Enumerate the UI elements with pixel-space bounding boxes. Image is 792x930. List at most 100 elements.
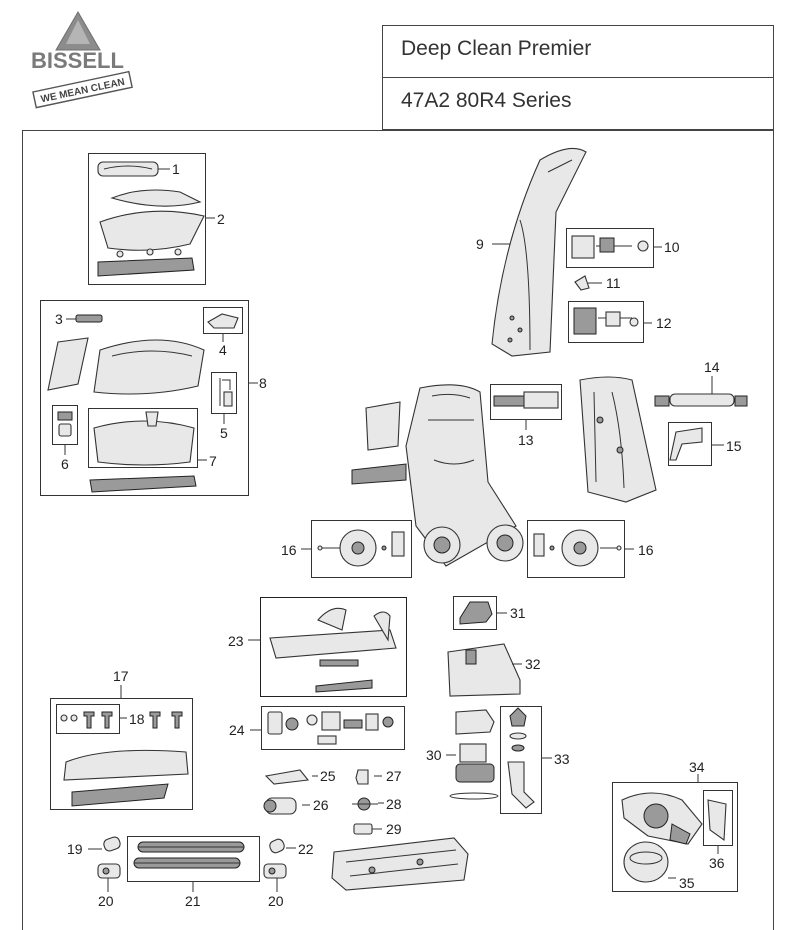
group-box-16-left [311, 520, 412, 578]
group-box-31 [453, 596, 497, 630]
callout-16-left: 16 [281, 542, 297, 558]
part-12-icon [573, 307, 639, 335]
callout-16-right: 16 [638, 542, 654, 558]
group-box-7 [88, 408, 198, 468]
callout-35: 35 [679, 875, 695, 891]
part-19-icon [103, 836, 121, 852]
leader-lines [64, 168, 724, 892]
part-26-icon [263, 797, 297, 815]
callout-36: 36 [709, 855, 725, 871]
callout-20-right: 20 [268, 893, 284, 909]
part-32-icon [447, 643, 521, 697]
part-33-icon [507, 707, 535, 809]
part-6-icon [57, 411, 73, 437]
group-box-10 [566, 228, 654, 268]
callout-11: 11 [606, 275, 621, 291]
callout-18: 18 [129, 711, 145, 727]
group-box-5 [211, 372, 237, 414]
part-14-icon [654, 393, 748, 407]
group-box-4 [203, 307, 243, 334]
callout-13: 13 [518, 432, 534, 448]
callout-3: 3 [55, 311, 63, 327]
callout-8: 8 [259, 375, 267, 391]
callout-15: 15 [726, 438, 742, 454]
callout-33: 33 [554, 751, 570, 767]
part-24-icon [267, 711, 394, 745]
callout-27: 27 [386, 768, 402, 784]
group-box-17 [50, 698, 193, 810]
series-number: 47A2 80R4 Series [401, 89, 572, 112]
callout-20-left: 20 [98, 893, 114, 909]
part-15-icon [669, 427, 703, 461]
callout-1: 1 [172, 161, 180, 177]
main-body-icon [351, 384, 524, 567]
group-box-24 [261, 706, 405, 750]
callout-19: 19 [67, 841, 83, 857]
callout-26: 26 [313, 797, 329, 813]
parts-diagram-frame [22, 130, 774, 930]
callout-12: 12 [656, 315, 672, 331]
part-1-icon [97, 161, 159, 177]
group-box-12 [568, 301, 644, 343]
group-box-18 [56, 704, 120, 734]
callout-14: 14 [704, 359, 720, 375]
part-28-icon [352, 797, 378, 811]
callout-31: 31 [510, 605, 526, 621]
group-box-3-8 [40, 300, 249, 496]
group-box-15 [668, 422, 712, 466]
group-box-16-right [527, 520, 625, 578]
group-box-21 [127, 836, 260, 882]
group-box-1-2 [88, 153, 206, 285]
callout-30: 30 [426, 747, 442, 763]
part-13-icon [493, 391, 559, 409]
side-housing-icon [579, 376, 657, 503]
part-4-icon [207, 313, 239, 329]
callout-25: 25 [320, 768, 336, 784]
part-23-icon [269, 607, 397, 693]
callout-22: 22 [298, 841, 314, 857]
group-box-33 [500, 706, 542, 814]
callout-23: 23 [228, 633, 244, 649]
part-10-icon [571, 235, 649, 259]
callout-21: 21 [185, 893, 201, 909]
callout-32: 32 [525, 656, 541, 672]
group-box-23 [260, 597, 407, 697]
part-5-icon [219, 378, 233, 407]
part-35-icon [623, 841, 669, 883]
part-36-icon [707, 799, 727, 842]
bissell-logo: BISSELL WE MEAN CLEAN [31, 11, 133, 109]
callout-4: 4 [219, 342, 227, 358]
group-box-13 [490, 384, 562, 420]
base-assembly-icon [331, 837, 469, 891]
part-7-icon [89, 411, 197, 493]
part-30-icon [449, 709, 499, 800]
callout-2: 2 [217, 211, 225, 227]
part-16-left-icon [317, 529, 405, 567]
callout-24: 24 [229, 722, 245, 738]
callout-10: 10 [664, 239, 680, 255]
callout-6: 6 [61, 456, 69, 472]
part-11-icon [574, 275, 590, 291]
part-29-icon [353, 823, 373, 835]
callout-17: 17 [113, 668, 129, 684]
part-16-right-icon [533, 529, 622, 567]
callout-34: 34 [689, 759, 705, 775]
part-34-icon [621, 792, 703, 845]
logo-wordmark: BISSELL [31, 48, 124, 73]
part-17-icon [63, 749, 189, 807]
part-20-left-icon [97, 863, 121, 879]
product-name: Deep Clean Premier [383, 26, 773, 78]
part-18-icon [60, 711, 183, 729]
part-20-right-icon [263, 863, 287, 879]
callout-7: 7 [209, 453, 217, 469]
part-8-icon [47, 337, 205, 395]
part-31-icon [459, 601, 493, 625]
part-21-icon [133, 841, 245, 869]
part-2-icon [97, 189, 205, 277]
title-block: Deep Clean Premier 47A2 80R4 Series [382, 25, 774, 130]
group-box-36 [703, 790, 733, 846]
callout-5: 5 [220, 425, 228, 441]
group-box-6 [52, 405, 78, 445]
callout-29: 29 [386, 821, 402, 837]
